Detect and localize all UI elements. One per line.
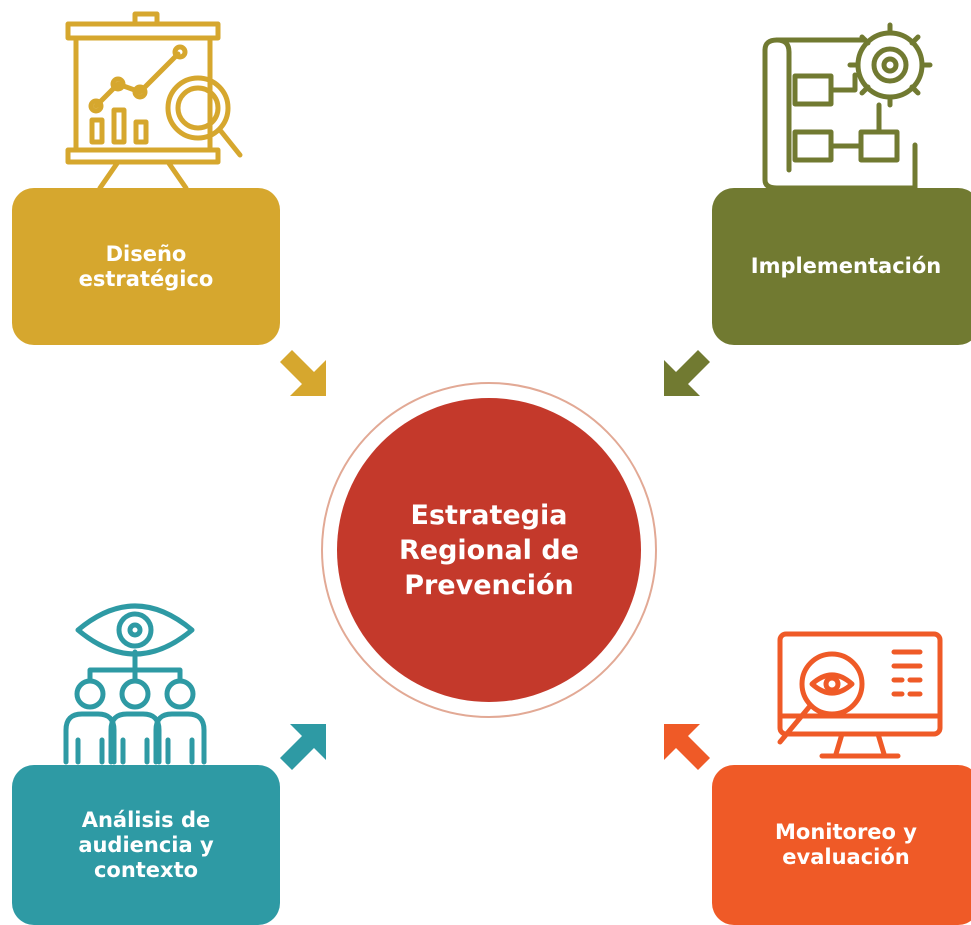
center-label-line: Prevención	[404, 569, 574, 601]
node-label: Implementación	[751, 254, 941, 279]
node-label-line: Análisis de	[81, 807, 211, 832]
node-label-line: evaluación	[782, 845, 910, 869]
monitor-search-icon	[777, 631, 943, 759]
node-label-line: Diseño	[105, 241, 187, 266]
node-label-line: audiencia y	[78, 832, 214, 857]
arrow-monitoring-to-center	[664, 724, 710, 770]
node-label-line: Monitoreo y	[775, 820, 917, 844]
center-label: Estrategia Regional de Prevención	[399, 498, 579, 603]
presentation-analytics-icon	[65, 11, 243, 191]
center-ring	[321, 382, 657, 718]
center-node: Estrategia Regional de Prevención	[337, 398, 641, 702]
node-label: Análisis de audiencia y contexto	[78, 808, 213, 883]
arrow-design-to-center	[280, 350, 326, 396]
arrow-audience-to-center	[280, 724, 326, 770]
node-label-line: Implementación	[750, 254, 942, 278]
node-monitoreo-evaluacion: Monitoreo y evaluación	[712, 765, 971, 925]
center-label-line: Regional de	[399, 534, 579, 566]
node-analisis-audiencia: Análisis de audiencia y contexto	[12, 765, 280, 925]
audience-eye-icon	[63, 603, 207, 765]
center-label-line: Estrategia	[410, 499, 568, 531]
arrow-implementation-to-center	[664, 350, 710, 396]
node-label-line: estratégico	[78, 266, 214, 291]
node-label: Diseño estratégico	[79, 242, 214, 292]
blueprint-gear-icon	[762, 22, 933, 191]
node-label: Monitoreo y evaluación	[775, 820, 917, 870]
node-label-line: contexto	[93, 857, 199, 882]
node-diseno-estrategico: Diseño estratégico	[12, 188, 280, 345]
node-implementacion: Implementación	[712, 188, 971, 345]
